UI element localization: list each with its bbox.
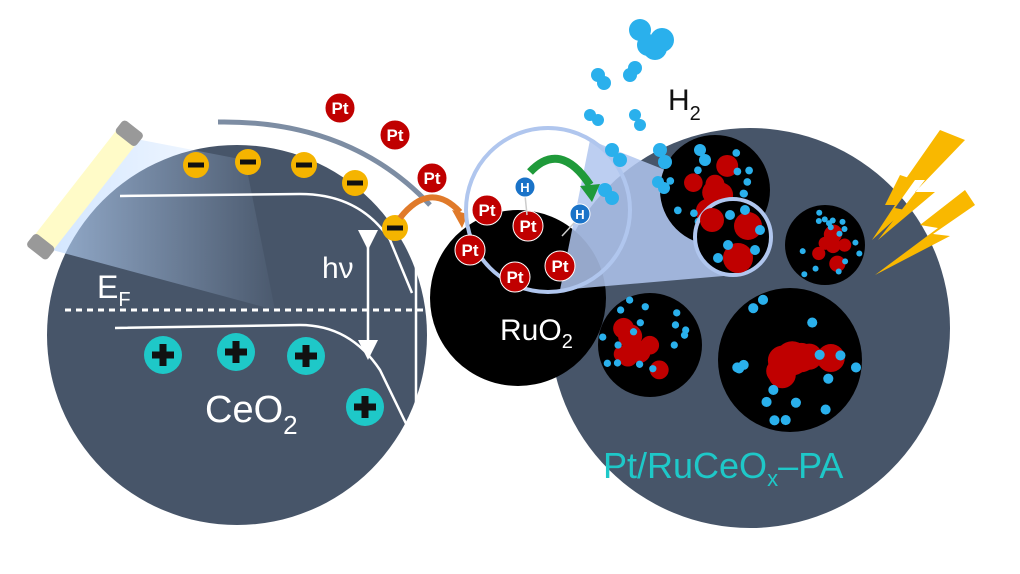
- catalyst-label: Pt/RuCeOx–PA: [603, 445, 843, 491]
- hole-icon: [346, 388, 384, 426]
- svg-text:Pt: Pt: [520, 217, 537, 236]
- h2-molecule-icon: [629, 109, 646, 131]
- magnifier-beam: [560, 140, 735, 290]
- hydrogen-spillover-arrow: [527, 154, 594, 188]
- svg-text:Pt: Pt: [552, 257, 569, 276]
- lightning-bolt-icon: [872, 130, 975, 275]
- hole-icon: [217, 333, 255, 371]
- fermi-label: EF: [97, 269, 131, 311]
- pt-nanoparticle: Pt: [324, 92, 356, 124]
- nanoparticle-cluster: [785, 205, 865, 285]
- svg-text:H: H: [575, 207, 584, 222]
- h2-molecule-icon: [584, 109, 604, 126]
- photon-label: hν: [322, 252, 354, 285]
- hole-icon: [144, 336, 182, 374]
- pt-nanoparticle: Pt: [512, 210, 544, 242]
- nanoparticle-cluster: [598, 293, 702, 397]
- svg-text:Pt: Pt: [424, 169, 441, 188]
- pt-nanoparticle: Pt: [379, 119, 411, 151]
- nanoparticle-cluster: [718, 288, 862, 432]
- h-atom: H: [569, 203, 591, 225]
- electron-icon: [342, 170, 368, 196]
- ceo2-label: CeO2: [205, 389, 298, 440]
- h-atom: H: [514, 176, 536, 198]
- h2-molecule-icon: [598, 183, 619, 205]
- zoomed-cluster: [693, 197, 773, 277]
- h2-molecule-icon: [652, 176, 670, 194]
- h2-label: H2: [668, 84, 701, 125]
- electron-icon: [235, 149, 261, 175]
- h2-molecule-icon: [643, 28, 674, 60]
- svg-text:Pt: Pt: [479, 201, 496, 220]
- electron-icon: [382, 215, 408, 241]
- valence-band: [114, 323, 415, 439]
- h2-molecule-icon: [605, 143, 627, 167]
- electron-icon: [183, 152, 209, 178]
- pt-nanoparticle: Pt: [544, 250, 576, 282]
- h2-molecule-icon: [694, 144, 711, 166]
- svg-text:Pt: Pt: [387, 126, 404, 145]
- svg-text:Pt: Pt: [332, 99, 349, 118]
- ruo2-label: RuO2: [500, 314, 573, 353]
- pt-nanoparticle: Pt: [454, 234, 486, 266]
- surface-arc: [217, 119, 432, 207]
- hole-icon: [287, 337, 325, 375]
- h2-molecule-icon: [623, 61, 642, 82]
- svg-text:H: H: [520, 180, 529, 195]
- h2-molecule-icon: [591, 68, 611, 90]
- h2-molecule-icon: [653, 143, 672, 169]
- pt-nanoparticle: Pt: [499, 261, 531, 293]
- svg-text:Pt: Pt: [507, 268, 524, 287]
- pt-nanoparticle: Pt: [416, 162, 448, 194]
- pt-nanoparticle: Pt: [471, 194, 503, 226]
- electron-transfer-arrow: [397, 194, 463, 220]
- electron-icon: [291, 152, 317, 178]
- magnifier-lens: [464, 126, 632, 294]
- svg-text:Pt: Pt: [462, 241, 479, 260]
- lamp-icon: [27, 120, 275, 310]
